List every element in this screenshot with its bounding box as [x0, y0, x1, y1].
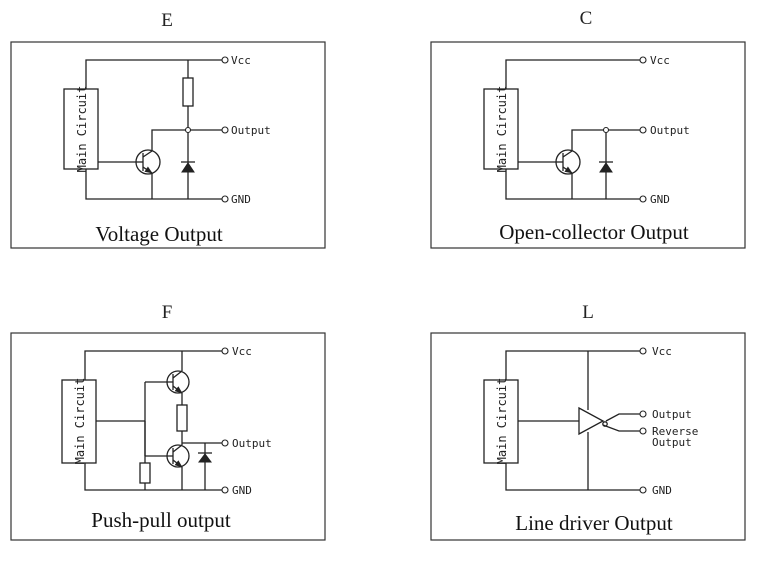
protection-diode: [181, 161, 195, 173]
panel-voltage-output: E Main Circuit Vcc: [10, 10, 326, 249]
npn-transistor: [135, 149, 161, 175]
vcc-terminal: [221, 56, 229, 64]
reverse-output-terminal: [639, 427, 647, 435]
reverse-output-label: Output: [652, 436, 692, 449]
panel-frame: [430, 332, 746, 541]
panel-title: Voltage Output: [95, 222, 223, 246]
panel-push-pull-output: F Main Circuit: [10, 302, 326, 541]
wiring: [505, 59, 640, 200]
panel-title: Line driver Output: [515, 511, 673, 535]
output-label: Output: [232, 437, 272, 450]
reverse-label: Reverse: [652, 425, 698, 438]
vcc-label: Vcc: [231, 54, 251, 67]
panel-letter: E: [161, 10, 173, 31]
protection-diode: [599, 161, 613, 173]
panel-letter: C: [580, 8, 593, 29]
wiring: [505, 350, 640, 491]
vcc-label: Vcc: [232, 345, 252, 358]
main-circuit-label: Main Circuit: [75, 86, 89, 173]
output-label: Output: [231, 124, 271, 137]
main-circuit-label: Main Circuit: [73, 378, 87, 465]
gnd-terminal: [639, 486, 647, 494]
wiring: [84, 350, 222, 491]
panel-frame: [430, 41, 746, 249]
lower-transistor: [166, 444, 190, 468]
panel-letter: F: [162, 302, 173, 323]
gnd-terminal: [221, 195, 229, 203]
junction-node: [602, 126, 610, 134]
series-resistor: [176, 404, 188, 432]
vcc-label: Vcc: [652, 345, 672, 358]
main-circuit-label: Main Circuit: [495, 86, 509, 173]
pull-up-resistor: [182, 77, 194, 107]
main-circuit-label: Main Circuit: [495, 378, 509, 465]
vcc-terminal: [221, 347, 229, 355]
line-driver-buffer: [578, 406, 608, 436]
panel-frame: [10, 332, 326, 541]
panel-title: Push-pull output: [91, 508, 231, 532]
gnd-label: GND: [650, 193, 670, 206]
gnd-label: GND: [652, 484, 672, 497]
vcc-label: Vcc: [650, 54, 670, 67]
output-terminal: [221, 126, 229, 134]
panel-title: Open-collector Output: [499, 220, 689, 244]
vcc-terminal: [639, 56, 647, 64]
wiring: [85, 59, 222, 200]
panel-frame: [10, 41, 326, 249]
protection-diode: [198, 452, 212, 463]
bias-resistor: [139, 462, 151, 484]
main-circuit-block: [483, 88, 519, 170]
gnd-terminal: [221, 486, 229, 494]
output-terminal: [221, 439, 229, 447]
gnd-label: GND: [231, 193, 251, 206]
output-terminal: [639, 126, 647, 134]
output-label: Output: [650, 124, 690, 137]
panel-letter: L: [582, 302, 594, 323]
main-circuit-block: [63, 88, 99, 170]
upper-transistor: [166, 370, 190, 394]
output-label: Output: [652, 408, 692, 421]
npn-transistor: [555, 149, 581, 175]
junction-node: [184, 126, 192, 134]
output-terminal: [639, 410, 647, 418]
gnd-label: GND: [232, 484, 252, 497]
panel-line-driver-output: L Main Circuit Vcc Output Reverse Output…: [430, 302, 746, 541]
vcc-terminal: [639, 347, 647, 355]
panel-open-collector-output: C Main Circuit Vcc Output GND: [430, 8, 746, 249]
gnd-terminal: [639, 195, 647, 203]
